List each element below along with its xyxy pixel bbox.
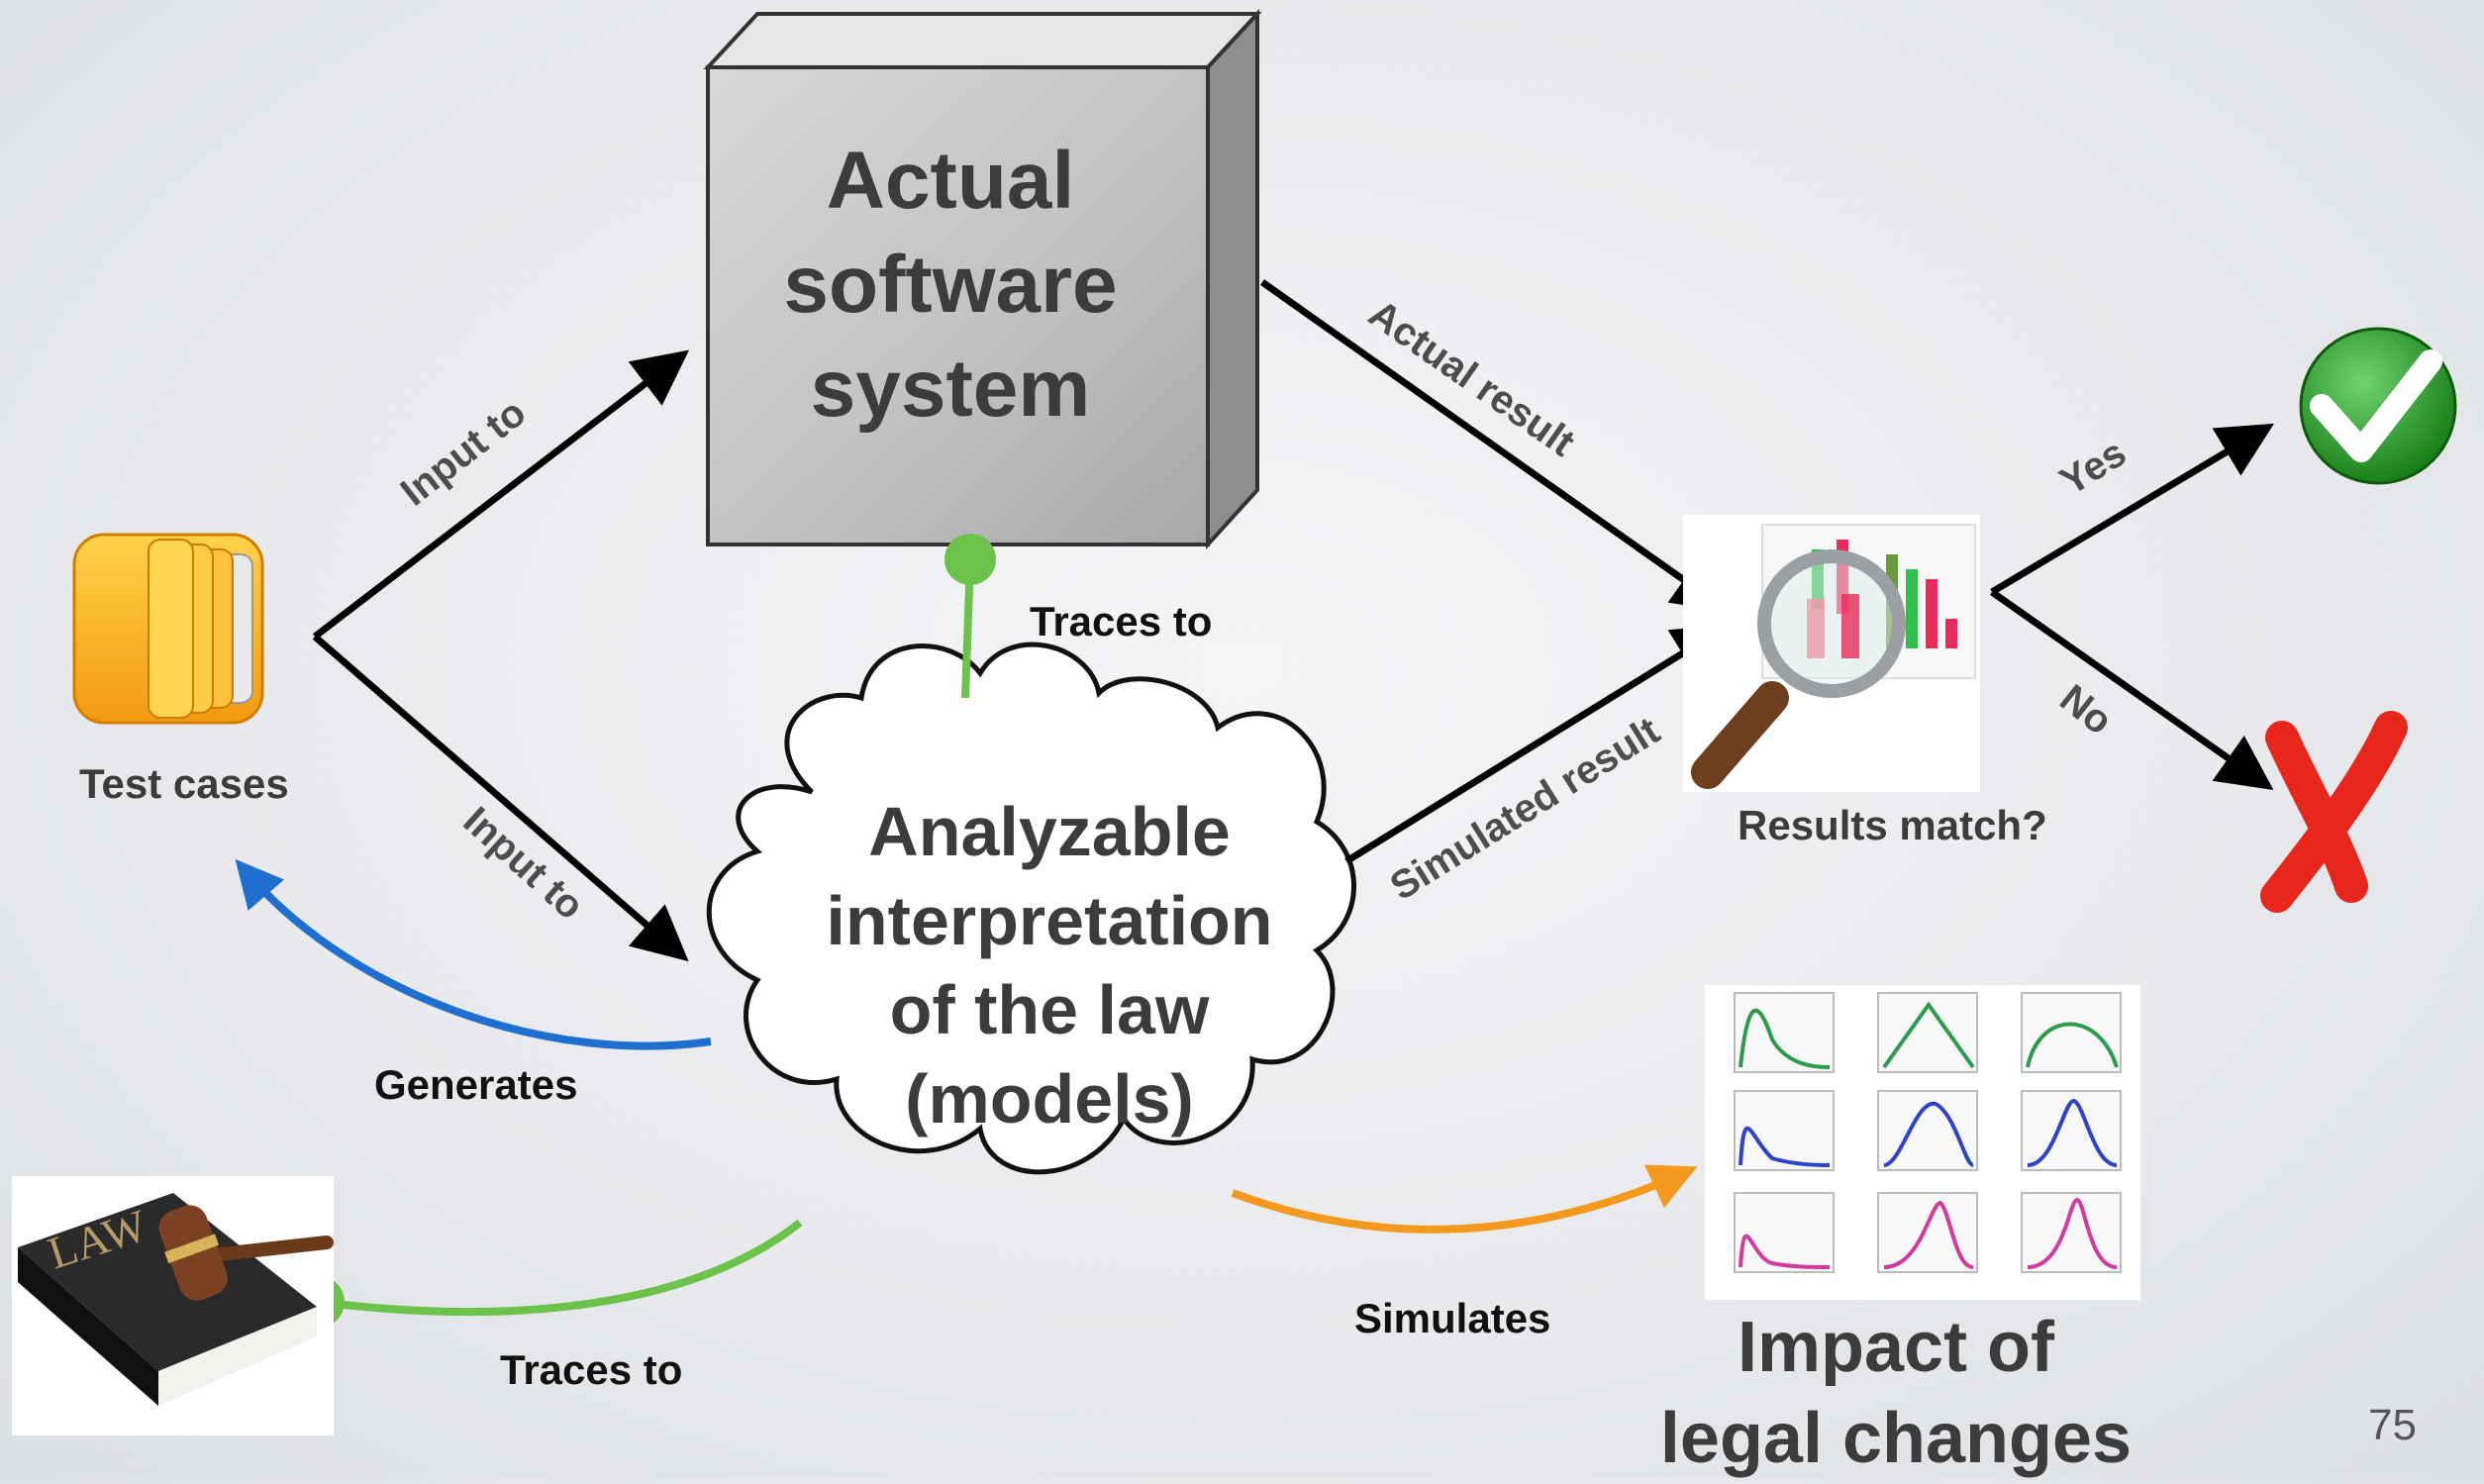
page-number: 75 [2368,1401,2417,1449]
edge-traces-to-top: Traces to [1030,598,1213,644]
edge-simulates: Simulates [1354,1295,1551,1341]
software-system-label: Actual software system [783,136,1118,434]
arrow-testcases-to-system [312,349,690,640]
software-system-box [703,8,1262,550]
test-cases-label: Test cases [79,760,289,807]
edge-traces-to-bottom: Traces to [500,1346,683,1393]
arrow-testcases-to-model [312,634,689,962]
impact-histograms [1705,985,2140,1300]
arrow-simulates [1231,1164,1698,1234]
edge-generates: Generates [374,1061,578,1108]
arrow-yes [1990,423,2275,596]
law-model-cloud [706,642,1356,1175]
arrow-actual-result [1259,279,1730,613]
green-dot-system [944,534,996,585]
law-model-label: Analyzable interpretation of the law (mo… [826,793,1273,1138]
arrow-generates [235,858,712,1050]
results-match-label: Results match? [1738,802,2047,848]
check-icon [2299,327,2457,485]
impact-label: Impact of legal changes [1659,1308,2133,1478]
law-book-icon: LAW [12,1176,334,1435]
cross-icon [2260,711,2408,913]
arrow-no [1989,589,2274,791]
results-chart-icon [1683,515,1980,792]
magnifier-icon [1757,549,1906,698]
arrow-simulated-result [1344,624,1730,864]
folder-icon [72,533,264,725]
black-arrows [312,279,2275,962]
